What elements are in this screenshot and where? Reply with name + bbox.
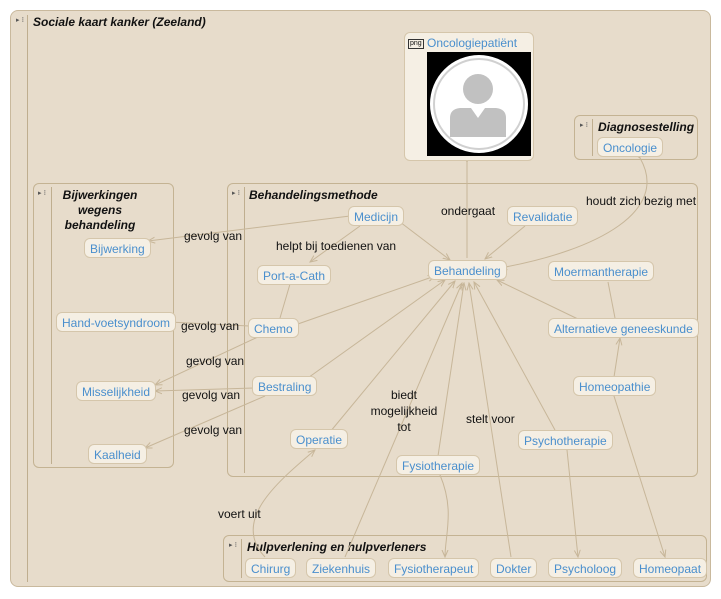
panel-title-bijwerkingen: Bijwerkingen wegens behandeling bbox=[62, 188, 138, 232]
node-psychotherapie[interactable]: Psychotherapie bbox=[518, 430, 613, 450]
collapse-toggle-icon[interactable]: ▸ ⁞ bbox=[229, 541, 237, 549]
link-medicijn-bijwerking bbox=[148, 215, 351, 241]
node-homeopathie[interactable]: Homeopathie bbox=[573, 376, 657, 396]
link-fysiotherapie-behandeling bbox=[437, 283, 464, 457]
node-fysiotherapeut[interactable]: Fysiotherapeut bbox=[388, 558, 480, 578]
link-label-ondergaat: ondergaat bbox=[441, 204, 496, 218]
link-label-gevolg-van: gevolg van bbox=[182, 388, 241, 402]
node-bestraling[interactable]: Bestraling bbox=[252, 376, 318, 396]
link-operatie-behandeling bbox=[329, 281, 455, 433]
link-label-houdt-zich-bezig-met: houdt zich bezig met bbox=[586, 194, 697, 208]
node-dokter[interactable]: Dokter bbox=[490, 558, 538, 578]
collapse-toggle-icon[interactable]: ▸ ⁞ bbox=[38, 189, 46, 197]
link-bestraling-behandeling bbox=[304, 280, 445, 381]
link-psychotherapie-behandeling bbox=[474, 282, 556, 431]
node-chirurg[interactable]: Chirurg bbox=[245, 558, 297, 578]
link-medicijn-portacath bbox=[310, 225, 361, 262]
link-label-biedt-mogelijkheid-tot: biedt mogelijkheid tot bbox=[370, 388, 438, 434]
node-moermantherapie[interactable]: Moermantherapie bbox=[548, 261, 655, 281]
link-label-gevolg-van: gevolg van bbox=[184, 229, 243, 243]
link-label-stelt-voor: stelt voor bbox=[466, 412, 515, 426]
collapse-toggle-icon[interactable]: ▸ ⁞ bbox=[16, 16, 24, 24]
node-revalidatie[interactable]: Revalidatie bbox=[507, 206, 579, 226]
image-type-badge: png bbox=[408, 39, 424, 49]
node-bijwerking[interactable]: Bijwerking bbox=[84, 238, 151, 258]
image-card-label: Oncologiepatiënt bbox=[427, 36, 518, 50]
link-revalidatie-behandeling bbox=[485, 225, 526, 259]
node-ziekenhuis[interactable]: Ziekenhuis bbox=[306, 558, 377, 578]
collapse-toggle-icon[interactable]: ▸ ⁞ bbox=[580, 121, 588, 129]
node-psycholoog[interactable]: Psycholoog bbox=[548, 558, 623, 578]
panel-divider bbox=[241, 539, 242, 578]
link-dokter-behandeling bbox=[469, 283, 512, 558]
link-ziekenhuis-behandeling bbox=[344, 283, 462, 558]
link-psychotherapie-psycholoog bbox=[567, 450, 578, 557]
link-label-voert-uit: voert uit bbox=[218, 507, 261, 521]
link-label-gevolg-van: gevolg van bbox=[186, 354, 245, 368]
map-title: Sociale kaart kanker (Zeeland) bbox=[33, 15, 206, 29]
link-portacath-chemo bbox=[279, 283, 291, 319]
collapse-toggle-icon[interactable]: ▸ ⁞ bbox=[232, 189, 240, 197]
panel-divider bbox=[51, 187, 52, 464]
node-homeopaat[interactable]: Homeopaat bbox=[633, 558, 708, 578]
link-alternatieve-behandeling bbox=[497, 280, 581, 321]
link-homeopathie-homeopaat bbox=[614, 396, 665, 557]
node-fysiotherapie[interactable]: Fysiotherapie bbox=[396, 455, 481, 475]
node-alternatieve-geneeskunde[interactable]: Alternatieve geneeskunde bbox=[548, 318, 699, 338]
node-kaalheid[interactable]: Kaalheid bbox=[88, 444, 147, 464]
node-behandeling[interactable]: Behandeling bbox=[428, 260, 507, 280]
link-label-gevolg-van: gevolg van bbox=[184, 423, 243, 437]
link-bestraling-kaalheid bbox=[145, 395, 266, 448]
node-misselijkheid[interactable]: Misselijkheid bbox=[76, 381, 157, 401]
panel-title-behandelingsmethode: Behandelingsmethode bbox=[249, 188, 378, 202]
panel-hulpverlening bbox=[223, 535, 707, 582]
patient-photo bbox=[427, 52, 531, 156]
person-placeholder-icon bbox=[430, 55, 528, 153]
node-operatie[interactable]: Operatie bbox=[290, 429, 349, 449]
panel-divider bbox=[244, 187, 245, 473]
node-port-a-cath[interactable]: Port-a-Cath bbox=[257, 265, 332, 285]
link-bestraling-misselijkheid bbox=[155, 388, 255, 391]
link-chemo-handvoet bbox=[169, 322, 250, 327]
node-medicijn[interactable]: Medicijn bbox=[348, 206, 405, 226]
link-houdt-zich bbox=[500, 158, 648, 268]
panel-divider bbox=[592, 119, 593, 156]
concept-map-canvas bbox=[10, 10, 711, 587]
link-label-helpt-bij: helpt bij toedienen van bbox=[276, 239, 397, 253]
link-chirurg-operatie bbox=[252, 450, 315, 558]
link-chemo-misselijkheid bbox=[155, 335, 261, 385]
map-title-divider bbox=[27, 15, 28, 582]
node-chemo[interactable]: Chemo bbox=[248, 318, 299, 338]
link-medicijn-behandeling bbox=[399, 221, 450, 260]
link-chemo-behandeling bbox=[294, 276, 435, 326]
panel-title-diagnosestelling: Diagnosestelling bbox=[598, 120, 695, 134]
node-hand-voetsyndroom[interactable]: Hand-voetsyndroom bbox=[56, 312, 177, 332]
panel-title-hulpverlening: Hulpverlening en hulpverleners bbox=[247, 540, 427, 554]
link-homeopathie-alternatieve bbox=[613, 338, 620, 378]
link-fysiotherapie-fysiotherapeut bbox=[440, 475, 449, 557]
link-moerman-alternatieve bbox=[607, 281, 616, 319]
node-oncologie[interactable]: Oncologie bbox=[597, 137, 664, 157]
link-label-gevolg-van: gevolg van bbox=[181, 319, 240, 333]
